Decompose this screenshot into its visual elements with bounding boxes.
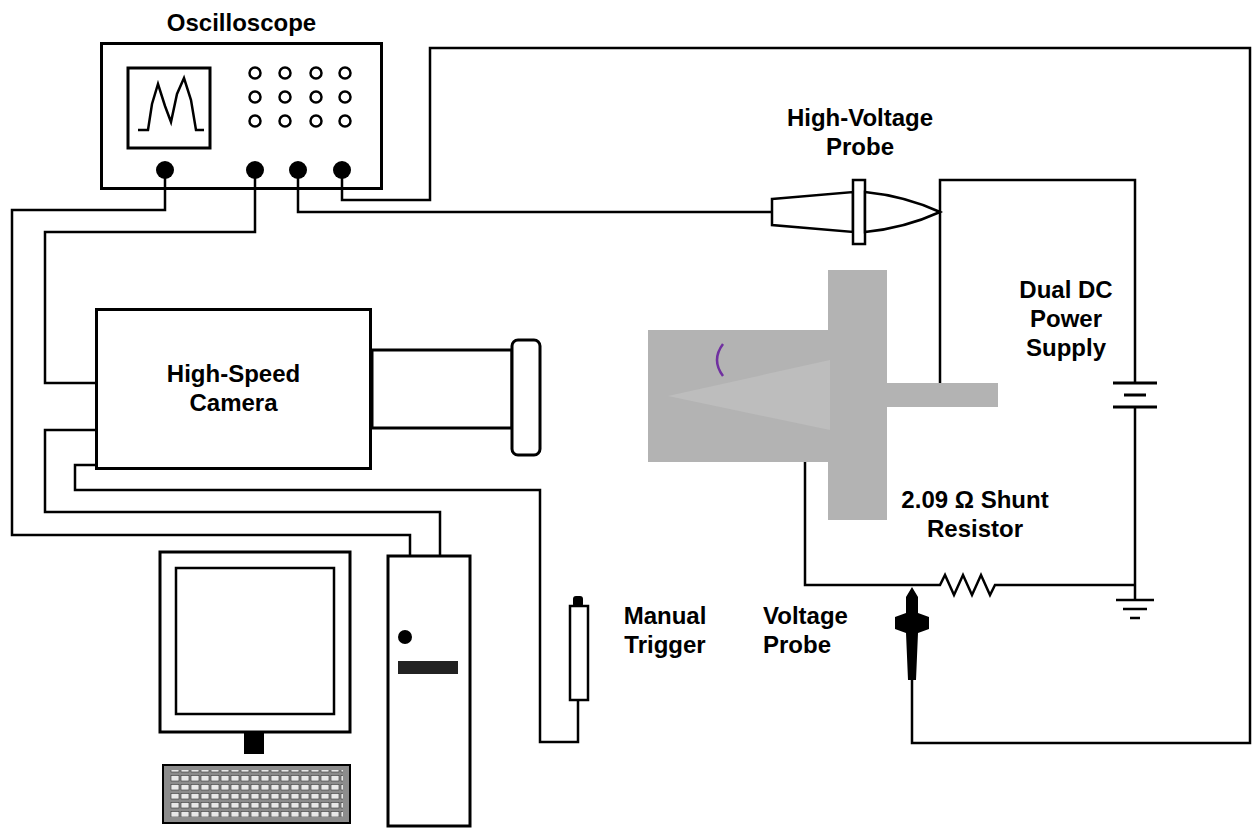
knob [311,92,322,103]
waveform [138,78,204,130]
camera-lens [512,340,540,455]
drive-slot [398,661,458,674]
probe-collar [853,180,865,244]
computer-tower [388,556,470,826]
knob [280,68,291,79]
thruster-body [648,330,830,462]
scope-screen [128,68,210,148]
trigger-body [570,606,588,700]
knob [311,68,322,79]
wire [298,175,772,212]
knob [250,68,261,79]
knob [311,116,322,127]
battery-plate [1124,394,1146,397]
camera-box: High-Speed Camera [95,308,372,470]
box-heading: Oscilloscope [103,9,380,38]
trigger-label: Manual Trigger [615,602,715,660]
knob-grid [250,68,351,127]
scope-port [246,161,264,179]
oscilloscope-box: Oscilloscope [100,42,383,190]
resistor-label: 2.09 Ω Shunt Resistor [895,486,1055,544]
keyboard [163,765,350,823]
probe-tip [865,192,940,232]
monitor-neck [244,732,264,754]
probe-label: High-Voltage Probe [780,104,940,162]
knob [250,116,261,127]
scope-port [156,161,174,179]
knob [280,116,291,127]
port-group [156,161,351,179]
thruster-flange [828,270,887,520]
monitor-screen [176,568,334,714]
wire [342,48,1250,743]
knob [340,116,351,127]
voltage-probe-symbol [895,587,929,680]
knob [340,92,351,103]
high-voltage-probe-symbol [772,180,940,244]
wire [1134,407,1137,585]
wire-group [12,48,1250,743]
camera-barrel [372,350,512,428]
probe-label: Voltage Probe [763,602,873,660]
scope-port [289,161,307,179]
probe-handle [772,192,853,232]
thruster-rod [887,383,998,407]
ground-symbol [1116,585,1154,618]
power-button [398,630,412,644]
wire [45,430,440,556]
knob [280,92,291,103]
monitor-frame [160,552,350,732]
keyboard-keys [170,770,343,817]
thruster-channel [668,360,830,430]
wire [940,180,1135,383]
knob [340,68,351,79]
knob [250,92,261,103]
box-label: High-Speed Camera [159,360,309,418]
power-supply-label: Dual DC Power Supply [1010,276,1122,362]
signal-cable [45,190,255,383]
scope-port [333,161,351,179]
plasma-arc [717,344,723,376]
battery-plate [1113,406,1157,409]
battery-symbol [1113,383,1157,407]
wire [75,465,578,742]
battery-plate [1113,382,1157,385]
wire [12,175,410,556]
